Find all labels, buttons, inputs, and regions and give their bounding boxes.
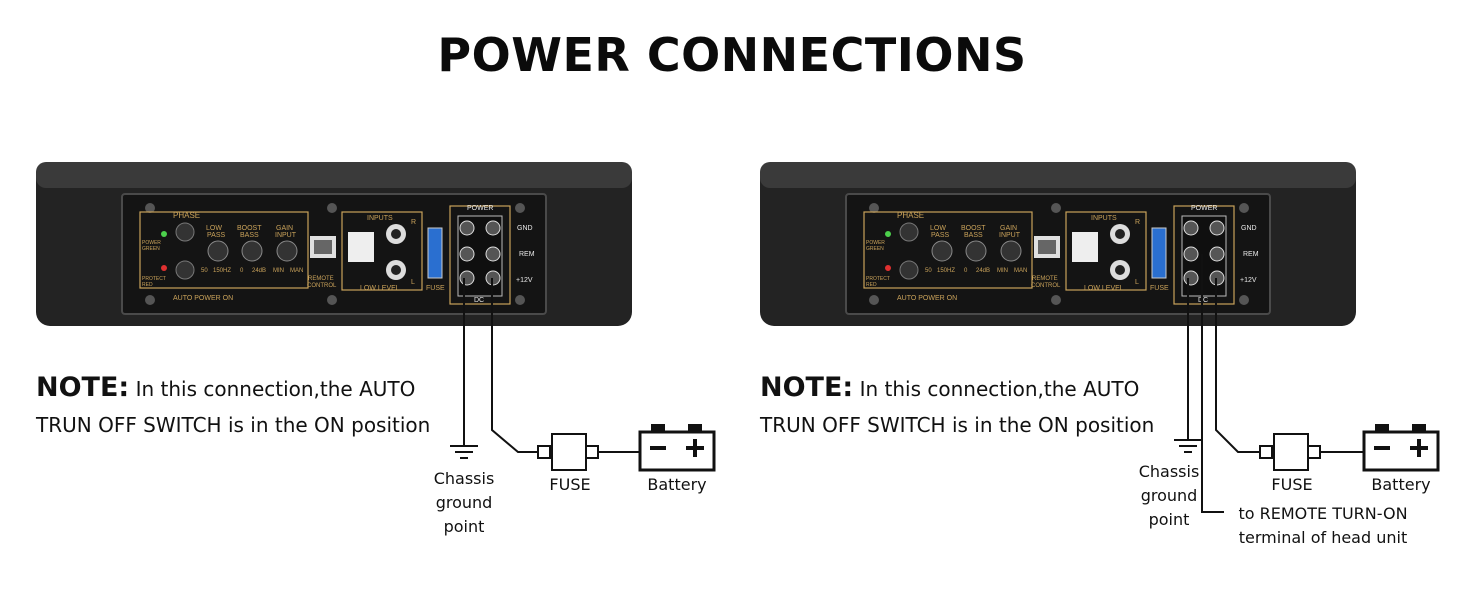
gain-input-label-2: INPUT [999, 232, 1021, 239]
boost-bass-label-2: BASS [240, 232, 259, 239]
boost-min: 0 [964, 268, 968, 274]
low-level-label: LOW LEVEL [1084, 285, 1124, 292]
input-r-label: R [411, 219, 416, 226]
power-label: POWER [467, 205, 493, 212]
gain-max: MAN [290, 268, 303, 274]
gain-input-label: GAIN [1000, 225, 1017, 232]
ground-label-line2: ground [1140, 486, 1198, 505]
ground-label-line3: point [443, 517, 485, 536]
battery-label: Battery [647, 475, 707, 494]
low-pass-min: 50 [201, 268, 208, 274]
fuse-label: FUSE [1271, 475, 1313, 494]
gnd-label: GND [517, 225, 533, 232]
auto-power-on-label: AUTO POWER ON [173, 295, 233, 302]
phase-label: PHASE [897, 211, 924, 220]
ground-symbol [1174, 439, 1202, 453]
protect-led-label: PROTECT [866, 276, 890, 282]
protect-led-label-2: RED [866, 282, 877, 288]
ground-label: Chassis ground point [1134, 460, 1204, 532]
dc-label: DC [1198, 297, 1208, 304]
remote-control-label-2: CONTROL [307, 283, 337, 289]
boost-bass-label-2: BASS [964, 232, 983, 239]
plus12v-label: +12V [1240, 277, 1257, 284]
remote-control-label: REMOTE [308, 276, 334, 282]
amplifier-unit: PHASE LOW PASS BOOST BASS GAIN INPUT 50 … [36, 162, 632, 326]
remote-label-line2: terminal of head unit [1238, 528, 1408, 547]
protect-led-label-2: RED [142, 282, 153, 288]
dc-label: DC [474, 297, 484, 304]
connection-diagram-right: PHASE LOW PASS BOOST BASS GAIN INPUT 50 … [754, 150, 1454, 600]
battery-label: Battery [1371, 475, 1431, 494]
amplifier-unit: PHASE LOW PASS BOOST BASS GAIN INPUT 50 … [760, 162, 1356, 326]
page-title: POWER CONNECTIONS [437, 28, 1027, 82]
inputs-label: INPUTS [367, 215, 393, 222]
rem-label: REM [519, 251, 535, 258]
gain-max: MAN [1014, 268, 1027, 274]
boost-bass-label: BOOST [961, 225, 986, 232]
note-text: NOTE: In this connection,the AUTO TRUN O… [36, 370, 436, 443]
note-body: In this connection,the AUTO TRUN OFF SWI… [760, 377, 1155, 437]
amplifier-diagram: PHASE LOW PASS BOOST BASS GAIN INPUT 50 … [760, 162, 1440, 513]
protect-led-label: PROTECT [142, 276, 166, 282]
remote-control-label: REMOTE [1032, 276, 1058, 282]
fuse-symbol [1259, 433, 1321, 471]
gain-input-label: GAIN [276, 225, 293, 232]
low-level-label: LOW LEVEL [360, 285, 400, 292]
remote-label-line1: to REMOTE TURN-ON [1238, 504, 1408, 523]
fuse-label: FUSE [549, 475, 591, 494]
gain-min: MIN [273, 268, 284, 274]
boost-max: 24dB [252, 268, 266, 274]
low-pass-label-2: PASS [207, 232, 225, 239]
fuse-symbol [537, 433, 599, 471]
rem-label: REM [1243, 251, 1259, 258]
wiring [1187, 254, 1364, 513]
ground-label-line1: Chassis [433, 469, 495, 488]
low-pass-label: LOW [206, 225, 222, 232]
gnd-label: GND [1241, 225, 1257, 232]
boost-bass-label: BOOST [237, 225, 262, 232]
remote-turn-on-label: to REMOTE TURN-ON terminal of head unit [1228, 502, 1418, 550]
note-lead: NOTE: [36, 372, 130, 403]
power-led-label: POWER [866, 240, 885, 246]
low-pass-max: 150HZ [213, 268, 231, 274]
amp-fuse-label: FUSE [426, 285, 445, 292]
low-pass-max: 150HZ [937, 268, 955, 274]
low-pass-min: 50 [925, 268, 932, 274]
phase-label: PHASE [173, 211, 200, 220]
battery-symbol [638, 424, 716, 472]
power-led-label: POWER [142, 240, 161, 246]
plus12v-label: +12V [516, 277, 533, 284]
inputs-label: INPUTS [1091, 215, 1117, 222]
low-pass-label-2: PASS [931, 232, 949, 239]
note-text: NOTE: In this connection,the AUTO TRUN O… [760, 370, 1160, 443]
input-r-label: R [1135, 219, 1140, 226]
low-pass-label: LOW [930, 225, 946, 232]
ground-symbol [450, 445, 478, 459]
note-lead: NOTE: [760, 372, 854, 403]
connection-diagram-left: PHASE LOW PASS BOOST BASS GAIN INPUT 50 … [30, 150, 730, 600]
remote-control-label-2: CONTROL [1031, 283, 1061, 289]
power-led-label-2: GREEN [866, 246, 884, 252]
ground-label-line3: point [1148, 510, 1190, 529]
gain-input-label-2: INPUT [275, 232, 297, 239]
amplifier-diagram: PHASE LOW PASS BOOST BASS GAIN INPUT 50 … [36, 162, 716, 472]
battery-symbol [1362, 424, 1440, 472]
wiring [463, 278, 640, 453]
input-l-label: L [411, 279, 415, 286]
auto-power-on-label: AUTO POWER ON [897, 295, 957, 302]
ground-label: Chassis ground point [426, 467, 502, 539]
boost-max: 24dB [976, 268, 990, 274]
power-led-label-2: GREEN [142, 246, 160, 252]
ground-label-line2: ground [435, 493, 493, 512]
amp-fuse-label: FUSE [1150, 285, 1169, 292]
ground-label-line1: Chassis [1138, 462, 1200, 481]
gain-min: MIN [997, 268, 1008, 274]
boost-min: 0 [240, 268, 244, 274]
power-label: POWER [1191, 205, 1217, 212]
input-l-label: L [1135, 279, 1139, 286]
note-body: In this connection,the AUTO TRUN OFF SWI… [36, 377, 431, 437]
